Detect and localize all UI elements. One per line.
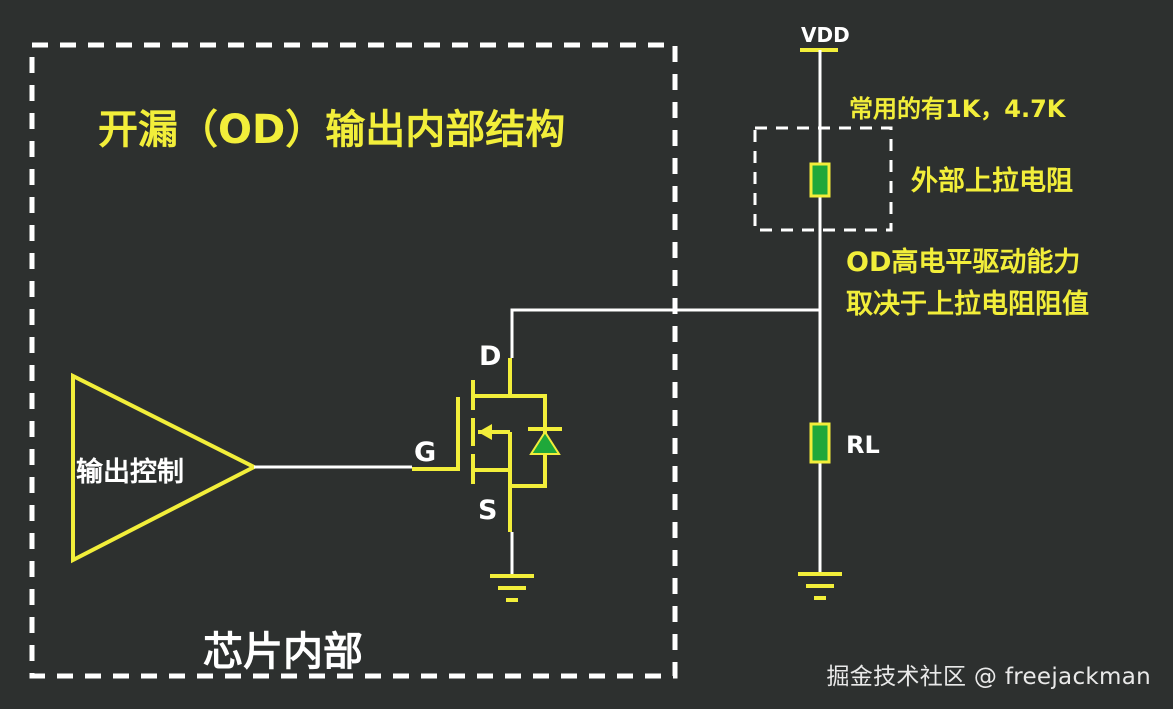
wire-drain-to-output — [510, 308, 820, 358]
body-arrow — [478, 424, 492, 440]
gate-label: G — [414, 437, 436, 468]
drain-label: D — [479, 341, 501, 372]
chip-label: 芯片内部 — [203, 629, 363, 675]
output-buffer-triangle — [71, 372, 259, 564]
drive-note-line1: OD高电平驱动能力 — [846, 246, 1080, 278]
load-label: RL — [846, 431, 880, 459]
body-diode-icon — [529, 430, 561, 455]
load-resistor — [809, 422, 831, 464]
vdd-label: VDD — [801, 23, 850, 47]
ground-icon — [798, 572, 842, 600]
common-values-label: 常用的有1K，4.7K — [849, 95, 1067, 123]
watermark: 掘金技术社区 @ freejackman — [826, 664, 1151, 690]
drive-note-line2: 取决于上拉电阻阻值 — [846, 288, 1089, 320]
pullup-label: 外部上拉电阻 — [911, 165, 1073, 197]
diagram-title: 开漏（OD）输出内部结构 — [98, 107, 565, 153]
chip-boundary — [29, 42, 678, 679]
mosfet-symbol — [412, 358, 562, 532]
ground-icon — [490, 574, 534, 602]
pullup-resistor — [809, 162, 831, 198]
pullup-boundary — [753, 126, 893, 232]
source-label: S — [478, 495, 497, 526]
buffer-label: 输出控制 — [76, 456, 184, 488]
